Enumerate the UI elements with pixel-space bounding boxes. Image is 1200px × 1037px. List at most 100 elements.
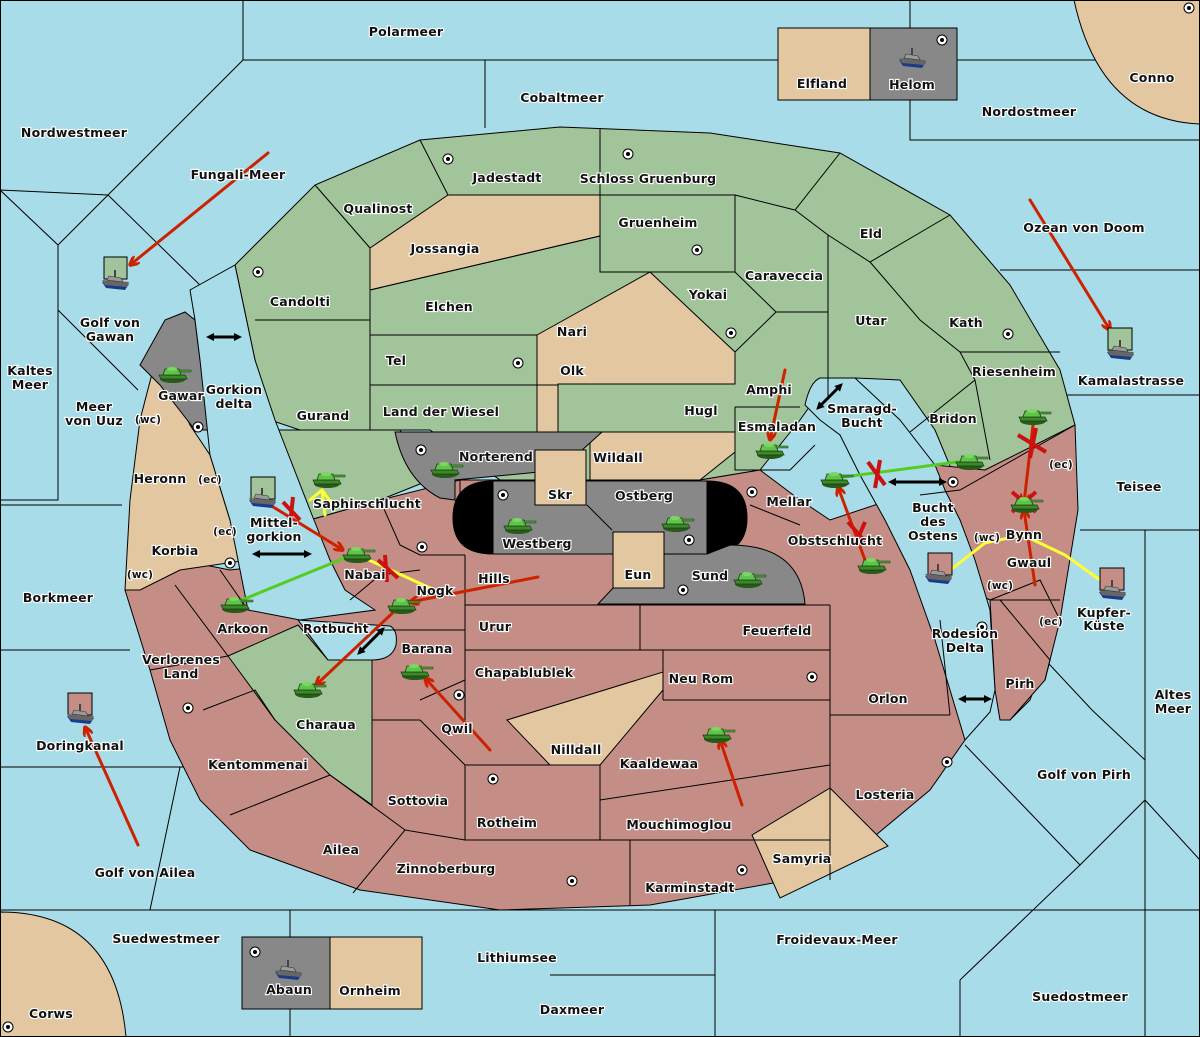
region-label[interactable]: Polarmeer xyxy=(368,23,445,40)
region-label[interactable]: Utar xyxy=(854,312,888,329)
region-label[interactable]: Kentommenai xyxy=(207,756,309,773)
region-label[interactable]: Skr xyxy=(547,486,574,503)
region-label[interactable]: Westberg xyxy=(501,535,572,552)
region-label[interactable]: Kamalastrasse xyxy=(1077,372,1185,389)
region-label[interactable]: Barana xyxy=(400,640,453,657)
region-label[interactable]: Fungali-Meer xyxy=(189,166,286,183)
region-label[interactable]: Gawan xyxy=(85,328,136,345)
region-label[interactable]: Riesenheim xyxy=(971,363,1057,380)
region-label[interactable]: Lithiumsee xyxy=(476,949,558,966)
region-label[interactable]: delta xyxy=(214,395,253,412)
region-label[interactable]: Mellar xyxy=(765,493,813,510)
region-label[interactable]: des xyxy=(919,513,946,530)
region-label[interactable]: Obstschlucht xyxy=(787,532,884,549)
region-label[interactable]: Qualinost xyxy=(342,200,413,217)
region-label[interactable]: Golf von Pirh xyxy=(1036,766,1132,783)
region-label[interactable]: Kaaldewaa xyxy=(619,755,700,772)
region-label[interactable]: Golf von Ailea xyxy=(93,864,196,881)
region-label[interactable]: Urur xyxy=(478,618,513,635)
region-label[interactable]: Sund xyxy=(691,567,730,584)
region-label[interactable]: Ozean von Doom xyxy=(1022,219,1145,236)
region-label[interactable]: von Uuz xyxy=(64,412,124,429)
region-label[interactable]: Golf von xyxy=(79,314,141,331)
region-label[interactable]: Helom xyxy=(888,76,936,93)
region-label[interactable]: Cobaltmeer xyxy=(519,89,605,106)
region-label[interactable]: Land der Wiesel xyxy=(382,403,500,420)
region-label[interactable]: Neu Rom xyxy=(667,670,734,687)
region-label[interactable]: Teisee xyxy=(1115,478,1162,495)
region-label[interactable]: Nogk xyxy=(415,582,455,599)
region-label[interactable]: Heronn xyxy=(133,470,188,487)
region-label[interactable]: Ornheim xyxy=(338,982,402,999)
region-label[interactable]: Schloss Gruenburg xyxy=(579,170,717,187)
region-label[interactable]: Pirh xyxy=(1004,675,1035,692)
region-label[interactable]: Altes xyxy=(1153,686,1192,703)
region-label[interactable]: Verlorenes xyxy=(141,651,221,668)
region-label[interactable]: Ailea xyxy=(322,841,360,858)
region-label[interactable]: Charaua xyxy=(295,716,357,733)
region-label[interactable]: Arkoon xyxy=(216,620,269,637)
region-label[interactable]: Saphirschlucht xyxy=(312,495,422,512)
region-label[interactable]: Jadestadt xyxy=(470,169,542,186)
region-label[interactable]: Caraveccia xyxy=(744,267,824,284)
region-label[interactable]: Korbia xyxy=(150,542,199,559)
region-label[interactable]: Meer xyxy=(11,376,50,393)
region-label[interactable]: Küste xyxy=(1082,617,1125,634)
region-label[interactable]: Meer xyxy=(75,398,114,415)
region-label[interactable]: Esmaladan xyxy=(737,418,817,435)
region-label[interactable]: gorkion xyxy=(245,528,302,545)
region-label[interactable]: Conno xyxy=(1128,69,1175,86)
region-label[interactable]: Abaun xyxy=(265,981,313,998)
region-label[interactable]: Eun xyxy=(623,566,652,583)
region-label[interactable]: Suedostmeer xyxy=(1031,988,1129,1005)
region-label[interactable]: Kupfer- xyxy=(1076,604,1132,621)
region-label[interactable]: Wildall xyxy=(592,449,644,466)
region-label[interactable]: Ostberg xyxy=(614,487,674,504)
region-label[interactable]: Bynn xyxy=(1005,526,1043,543)
region-label[interactable]: Chapablublek xyxy=(474,664,575,681)
region-label[interactable]: Kath xyxy=(948,314,984,331)
region-label[interactable]: Candolti xyxy=(269,293,331,310)
region-label[interactable]: Samyria xyxy=(771,850,832,867)
region-label[interactable]: Jossangia xyxy=(408,240,480,257)
region-label[interactable]: Mittel- xyxy=(249,514,299,531)
region-label[interactable]: Losteria xyxy=(854,786,915,803)
region-label[interactable]: Yokai xyxy=(687,286,729,303)
region-label[interactable]: Mouchimoglou xyxy=(625,816,732,833)
region-label[interactable]: Nordostmeer xyxy=(981,103,1078,120)
region-label[interactable]: Amphi xyxy=(745,381,793,398)
region-label[interactable]: Hills xyxy=(477,570,511,587)
region-label[interactable]: Borkmeer xyxy=(22,589,95,606)
region-label[interactable]: Gwaul xyxy=(1006,554,1052,571)
region-label[interactable]: Nari xyxy=(556,323,588,340)
region-label[interactable]: Tel xyxy=(385,352,407,369)
region-label[interactable]: Smaragd- xyxy=(826,400,898,417)
region-label[interactable]: Zinnoberburg xyxy=(396,860,497,877)
region-label[interactable]: Sottovia xyxy=(387,792,450,809)
region-label[interactable]: Olk xyxy=(559,362,585,379)
region-label[interactable]: Gruenheim xyxy=(617,214,698,231)
region-label[interactable]: Ostens xyxy=(907,527,959,544)
region-label[interactable]: Meer xyxy=(1154,700,1193,717)
region-label[interactable]: Nilldall xyxy=(549,741,602,758)
region-label[interactable]: Elchen xyxy=(424,298,474,315)
region-label[interactable]: Orlon xyxy=(867,690,909,707)
region-label[interactable]: Gurand xyxy=(295,407,350,424)
region-label[interactable]: Land xyxy=(162,665,199,682)
region-label[interactable]: Bucht xyxy=(840,414,884,431)
region-label[interactable]: Delta xyxy=(945,639,986,656)
region-label[interactable]: Rotheim xyxy=(476,814,538,831)
region-label[interactable]: Kaltes xyxy=(6,362,54,379)
region-label[interactable]: Daxmeer xyxy=(539,1001,606,1018)
region-label[interactable]: Rotbucht xyxy=(302,620,370,637)
region-label[interactable]: Karminstadt xyxy=(644,879,735,896)
region-label[interactable]: Suedwestmeer xyxy=(111,930,221,947)
region-label[interactable]: Corws xyxy=(28,1005,74,1022)
region-label[interactable]: Nabai xyxy=(343,566,387,583)
region-label[interactable]: Hugl xyxy=(683,402,718,419)
region-label[interactable]: Doringkanal xyxy=(35,737,125,754)
region-label[interactable]: Gawar xyxy=(157,387,205,404)
region-label[interactable]: Norterend xyxy=(458,448,534,465)
region-label[interactable]: Eld xyxy=(859,225,883,242)
region-label[interactable]: Froidevaux-Meer xyxy=(775,931,899,948)
